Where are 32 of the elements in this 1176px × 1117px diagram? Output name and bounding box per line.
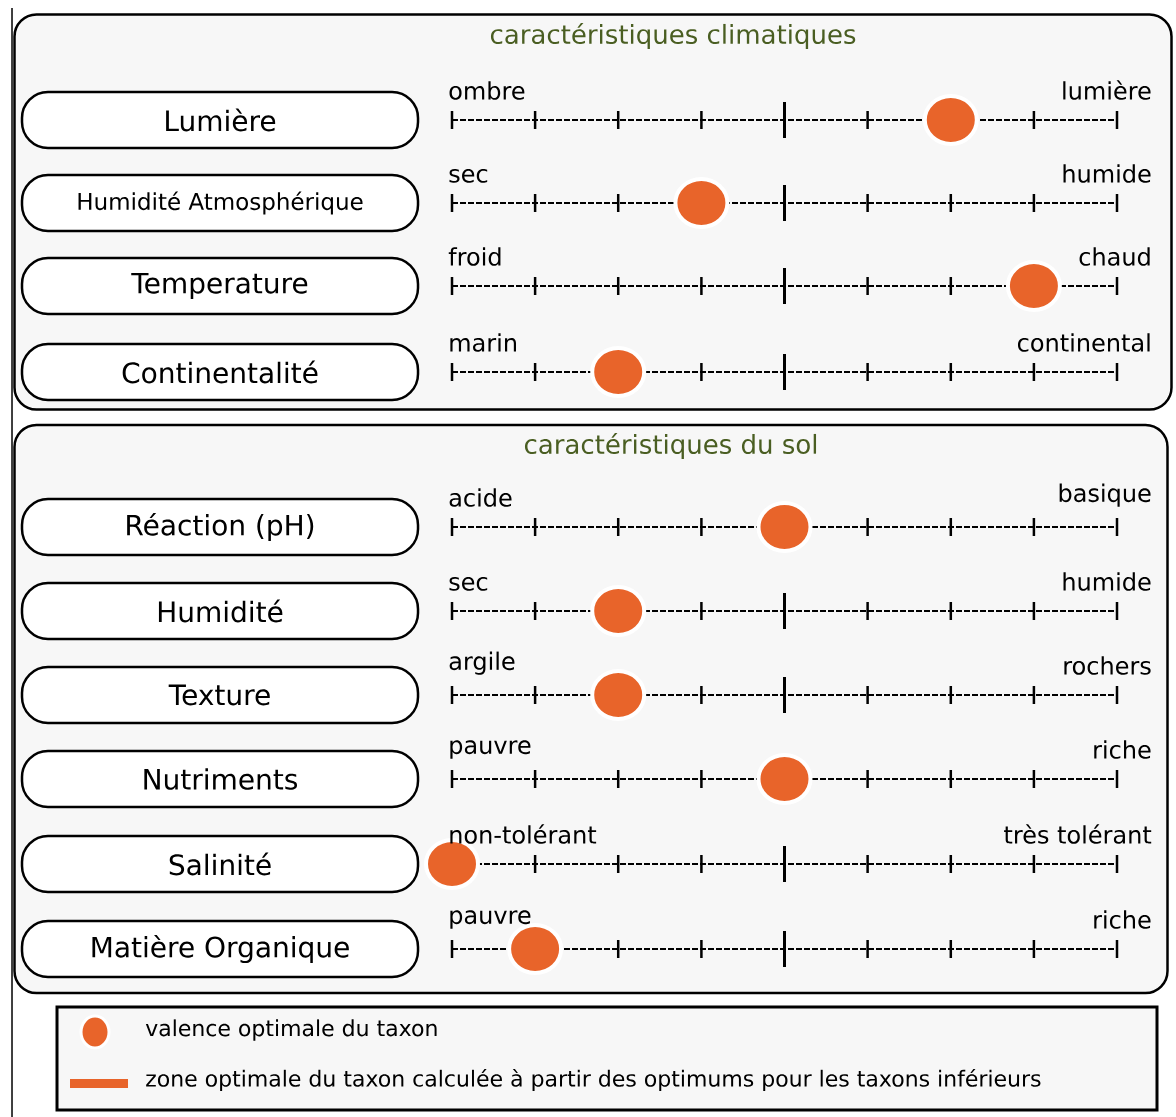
scale-end-label: continental <box>1018 333 1150 352</box>
factor-box: Humidité <box>20 581 420 641</box>
scale-end-label: riche <box>1094 740 1151 759</box>
scale-end-label: rochers <box>1064 656 1151 675</box>
factor-box: Lumière <box>20 90 420 150</box>
scale-end-label: très tolérant <box>1004 824 1152 844</box>
scale-end-label: pauvre <box>450 910 531 929</box>
scale-end-label: lumière <box>1063 80 1151 100</box>
scale-end-label: sec <box>449 577 488 591</box>
legend-text: zone optimale du taxon calculée à partir des optimums pour les taxons inférieurs <box>146 1068 1041 1092</box>
scale-end-label: non-tolérant <box>450 824 597 844</box>
scale-end-label: sec <box>449 169 488 183</box>
scale-end-label: acide <box>449 488 512 507</box>
factor-box: Nutriments <box>20 749 420 809</box>
scale-end-label: froid <box>448 247 501 266</box>
scale-end-label: humide <box>1063 572 1151 591</box>
factor-box: Humidité Atmosphérique <box>20 173 420 233</box>
factor-box: Réaction (pH) <box>20 497 420 557</box>
factor-box: Salinité <box>20 834 420 894</box>
factor-box: Matière Organique <box>20 919 420 979</box>
factor-box: Texture <box>20 665 420 725</box>
factor-box: Continentalité <box>20 342 420 402</box>
scale-end-label: pauvre <box>450 740 531 759</box>
scale-end-label: argile <box>449 651 515 675</box>
factor-box: Temperature <box>20 256 420 316</box>
scale-end-label: humide <box>1063 164 1151 183</box>
scale-end-label: riche <box>1094 910 1151 929</box>
scale-end-label: chaud <box>1079 247 1150 266</box>
legend-text: valence optimale du taxon <box>145 1019 437 1041</box>
scale-end-label: ombre <box>449 81 525 100</box>
scale-end-label: basique <box>1059 483 1151 507</box>
scale-end-label: marin <box>450 333 516 352</box>
